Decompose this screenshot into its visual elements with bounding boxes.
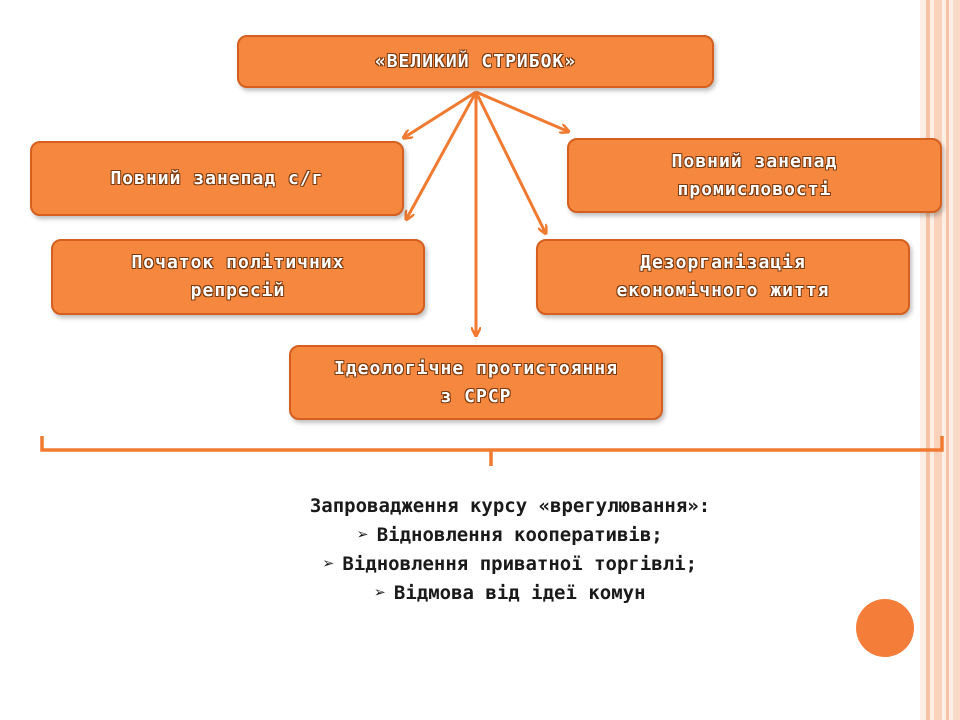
effect-box-disorganization: Дезорганізація економічного життя <box>536 239 910 315</box>
decorative-side-stripes <box>920 0 960 720</box>
right-arrowhead-icon: ➢ <box>374 582 386 604</box>
effect-box-industry: Повний занепад промисловості <box>567 138 942 213</box>
policy-bullet-text: Відновлення кооперативів; <box>376 524 663 546</box>
arrow-to-industry <box>475 90 567 131</box>
grouping-brace <box>40 436 944 466</box>
arrow-to-disorganization <box>474 91 545 232</box>
arrow-to-repressions <box>407 91 478 218</box>
arrow-to-agriculture <box>405 90 477 137</box>
policy-bullet: ➢ Відновлення приватної торгівлі; <box>200 550 820 579</box>
effect-box-repressions: Початок політичних репресій <box>51 239 425 315</box>
right-arrowhead-icon: ➢ <box>357 524 369 546</box>
right-arrowhead-icon: ➢ <box>322 553 335 575</box>
effect-box-ideology: Ідеологічне протистояння з СРСР <box>289 345 663 420</box>
policy-bullet: ➢ Відмова від ідеї комун <box>200 579 820 608</box>
policy-summary: Запровадження курсу «врегулювання»: ➢ Від… <box>200 492 820 608</box>
policy-bullet: ➢ Відновлення кооперативів; <box>200 521 820 550</box>
effect-box-agriculture: Повний занепад с/г <box>30 141 404 216</box>
title-box: «ВЕЛИКИЙ СТРИБОК» <box>237 35 714 88</box>
policy-bullet-text: Відмова від ідеї комун <box>393 582 646 604</box>
policy-bullet-text: Відновлення приватної торгівлі; <box>342 553 698 575</box>
decorative-circle <box>856 599 914 657</box>
policy-heading: Запровадження курсу «врегулювання»: <box>309 495 711 517</box>
